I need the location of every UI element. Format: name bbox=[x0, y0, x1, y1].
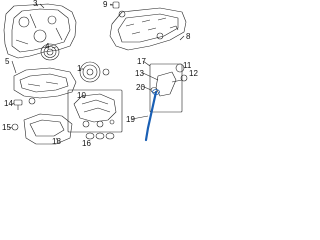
gasket-set bbox=[85, 132, 115, 140]
callout-20: 20 bbox=[136, 83, 145, 92]
callout-15: 15 bbox=[2, 123, 11, 132]
drain-plug bbox=[13, 97, 36, 110]
callout-16: 16 bbox=[82, 139, 91, 148]
callout-19: 19 bbox=[126, 115, 135, 124]
crankshaft-pulley bbox=[79, 61, 110, 83]
parts-diagram: 3 9 4 1 8 5 14 15 18 10 16 17 11 12 13 2… bbox=[0, 0, 200, 148]
valve-cover bbox=[109, 7, 187, 51]
callout-17: 17 bbox=[137, 57, 146, 66]
callout-4: 4 bbox=[45, 42, 50, 51]
callout-10: 10 bbox=[77, 91, 86, 100]
oil-pan-upper bbox=[13, 67, 77, 99]
cover-bolt bbox=[110, 1, 120, 9]
dipstick-tube-flange bbox=[152, 89, 160, 95]
timing-cover bbox=[3, 3, 77, 59]
callout-5: 5 bbox=[5, 57, 10, 66]
callout-12: 12 bbox=[189, 69, 198, 78]
leader-lines bbox=[8, 3, 185, 142]
callout-3: 3 bbox=[33, 0, 38, 8]
callout-9: 9 bbox=[103, 0, 108, 9]
oil-filter-housing bbox=[67, 89, 123, 133]
parts-drawing bbox=[3, 1, 188, 145]
dipstick-tube bbox=[144, 90, 158, 142]
callout-13: 13 bbox=[135, 69, 144, 78]
oil-pan-lower bbox=[11, 113, 73, 145]
callout-14: 14 bbox=[4, 99, 13, 108]
callout-11: 11 bbox=[183, 61, 192, 70]
callout-18: 18 bbox=[52, 137, 61, 146]
callout-8: 8 bbox=[186, 32, 191, 41]
callout-1: 1 bbox=[77, 64, 82, 73]
crankshaft-seal bbox=[40, 43, 60, 61]
